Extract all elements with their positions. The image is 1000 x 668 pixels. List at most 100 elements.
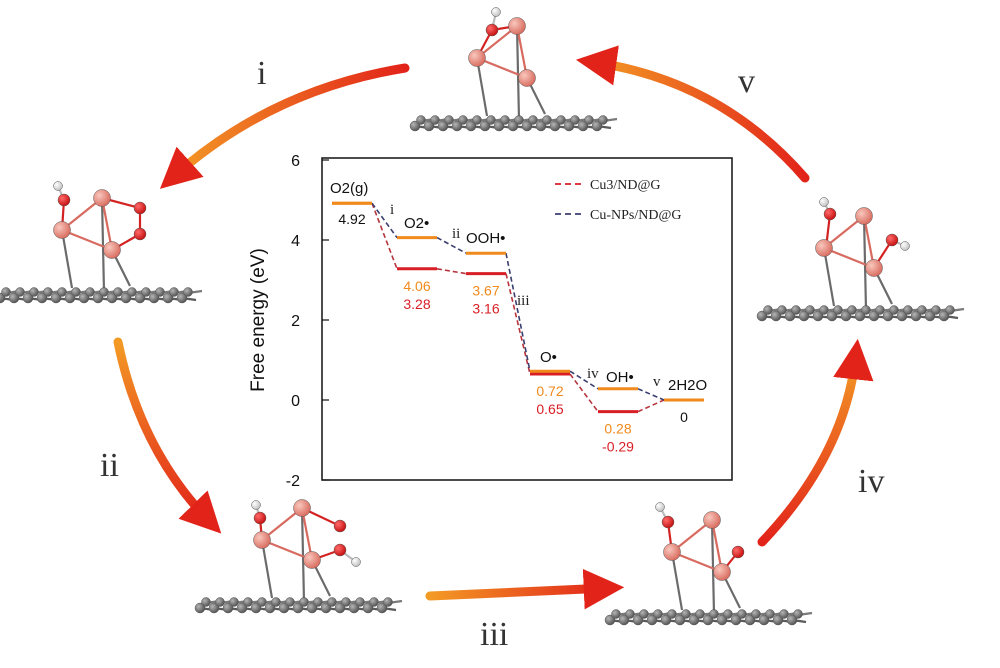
bond xyxy=(862,215,876,269)
c-atom xyxy=(71,287,81,297)
c-atom xyxy=(556,115,566,125)
c-atom xyxy=(369,597,379,607)
y-tick-label: 4 xyxy=(291,233,300,250)
data-value-label: 0.28 xyxy=(604,421,631,437)
chart-legend: Cu3/ND@GCu-NPs/ND@G xyxy=(555,178,681,223)
c-atom xyxy=(306,602,318,614)
bond xyxy=(61,228,113,252)
o-atom xyxy=(823,207,837,221)
cycle-label-iv: iv xyxy=(858,463,884,500)
h-atom xyxy=(53,181,63,191)
bond xyxy=(862,215,868,311)
o-atom xyxy=(731,545,745,559)
c-atom xyxy=(465,120,477,132)
data-value-label: 3.28 xyxy=(403,296,430,312)
o-atom xyxy=(133,201,147,215)
c-atom xyxy=(134,292,146,304)
cu-atom xyxy=(713,563,731,581)
adsorbate-structure xyxy=(194,499,403,614)
c-atom xyxy=(758,614,770,626)
c-atom xyxy=(437,120,449,132)
c-atom xyxy=(416,115,426,125)
c-atom xyxy=(271,597,281,607)
c-atom xyxy=(563,120,575,132)
c-atom xyxy=(598,115,608,125)
o-atom xyxy=(885,233,899,247)
energy-connector xyxy=(569,370,599,390)
species-label: OH• xyxy=(606,369,634,386)
c-atom xyxy=(155,287,165,297)
o-atom xyxy=(133,227,147,241)
cu-atom xyxy=(293,499,311,517)
c-atom xyxy=(444,115,454,125)
c-atom xyxy=(22,292,34,304)
c-atom xyxy=(917,305,927,315)
bond xyxy=(823,246,875,270)
c-atom xyxy=(43,287,53,297)
c-atom xyxy=(148,292,160,304)
c-atom xyxy=(945,305,955,315)
c-atom xyxy=(92,292,104,304)
c-atom xyxy=(423,120,435,132)
c-atom xyxy=(772,614,784,626)
c-atom xyxy=(201,597,211,607)
c-atom xyxy=(549,120,561,132)
c-atom xyxy=(514,115,524,125)
c-atom xyxy=(639,609,649,619)
arrow-step-iii xyxy=(425,568,625,610)
c-atom xyxy=(765,609,775,619)
c-atom xyxy=(868,310,880,322)
energy-connector xyxy=(637,399,665,413)
c-atom xyxy=(194,602,206,614)
energy-connector xyxy=(371,202,398,270)
cycle-label-v: v xyxy=(738,63,755,100)
data-value-label: 4.92 xyxy=(338,211,365,227)
c-atom xyxy=(162,292,174,304)
c-atom xyxy=(341,597,351,607)
c-atom xyxy=(744,614,756,626)
c-atom xyxy=(688,614,700,626)
c-atom xyxy=(840,310,852,322)
bond xyxy=(671,550,723,574)
c-atom xyxy=(723,609,733,619)
c-atom xyxy=(458,115,468,125)
c-atom xyxy=(113,287,123,297)
c-atom xyxy=(854,310,866,322)
c-atom xyxy=(702,614,714,626)
c-atom xyxy=(924,310,936,322)
c-atom xyxy=(320,602,332,614)
c-atom xyxy=(376,602,388,614)
species-label: O• xyxy=(540,349,557,366)
arrow-step-ii xyxy=(113,337,222,534)
c-atom xyxy=(833,305,843,315)
bond xyxy=(515,25,529,79)
c-atom xyxy=(882,310,894,322)
bond xyxy=(475,57,489,117)
h-atom xyxy=(819,197,829,207)
c-atom xyxy=(812,310,824,322)
bond xyxy=(100,197,114,251)
c-atom xyxy=(327,597,337,607)
c-atom xyxy=(784,310,796,322)
c-atom xyxy=(479,120,491,132)
data-value-label: 0 xyxy=(680,409,688,425)
bond xyxy=(476,56,528,80)
c-atom xyxy=(362,602,374,614)
c-atom xyxy=(847,305,857,315)
adsorbate-structure xyxy=(0,181,203,304)
step-label: iv xyxy=(587,366,599,382)
bond xyxy=(515,25,521,121)
c-atom xyxy=(222,602,234,614)
bond xyxy=(300,507,314,561)
c-atom xyxy=(141,287,151,297)
c-atom xyxy=(779,609,789,619)
species-label: OOH• xyxy=(466,230,505,247)
c-atom xyxy=(215,597,225,607)
cu-atom xyxy=(253,531,271,549)
c-atom xyxy=(99,287,109,297)
c-atom xyxy=(229,597,239,607)
adsorbate-structure xyxy=(756,197,965,322)
c-atom xyxy=(85,287,95,297)
c-atom xyxy=(383,597,393,607)
